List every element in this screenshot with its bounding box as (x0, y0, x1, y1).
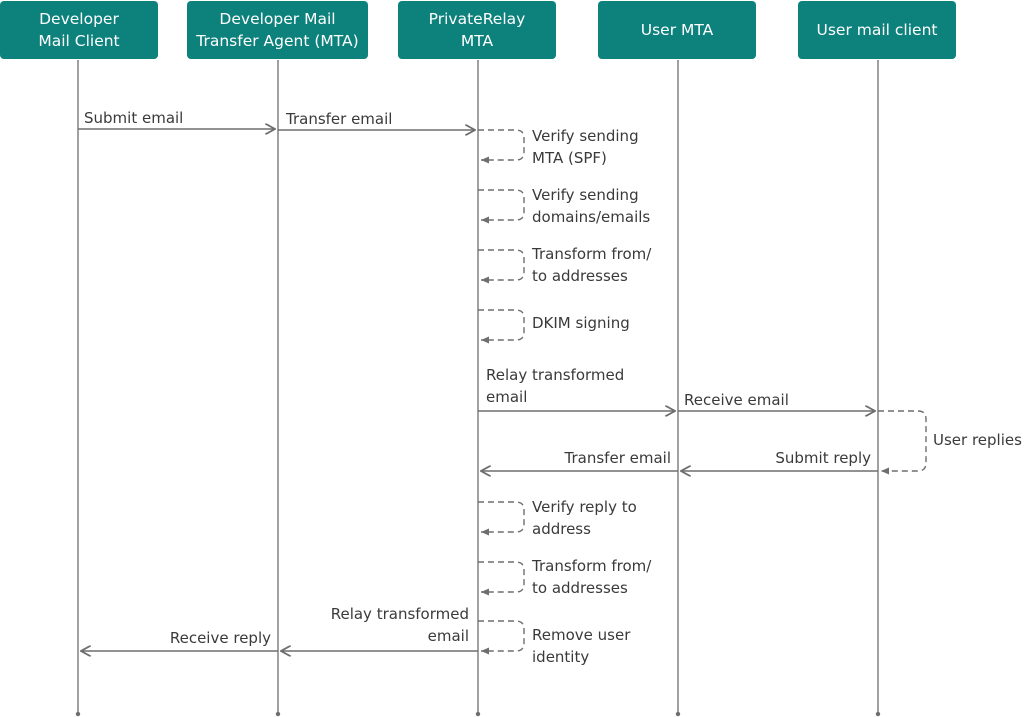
self-loop-verify-sending-mta (478, 129, 525, 164)
label-receive-email: Receive email (684, 391, 789, 409)
self-loop-verify-sending-domains (478, 189, 525, 224)
self-loop-dkim-signing (478, 309, 525, 344)
actor-privaterelay-mta: PrivateRelay MTA (398, 1, 556, 59)
actor-developer-mta: Developer Mail Transfer Agent (MTA) (187, 1, 368, 59)
label-receive-reply: Receive reply (169, 629, 271, 647)
label-submit-reply: Submit reply (775, 449, 871, 467)
label-relay-transformed-email: Relay transformed email (486, 366, 625, 406)
label-transform-addresses-reply: Transform from/ to addresses (532, 557, 652, 597)
actor-user-mta: User MTA (598, 1, 756, 59)
lifeline-end-dot (675, 711, 681, 717)
label-relay-transformed-email-back: Relay transformed email (330, 605, 469, 645)
label-verify-sending-domains: Verify sending domains/emails (532, 186, 651, 226)
label-remove-user-identity: Remove user identity (532, 626, 631, 666)
actor-developer-mail-client: Developer Mail Client (0, 1, 158, 59)
label-transfer-email: Transfer email (286, 110, 393, 128)
lifeline-end-dot (475, 711, 481, 717)
label-submit-email: Submit email (84, 109, 184, 127)
self-loop-transform-addresses (478, 249, 525, 284)
self-loop-remove-user-identity (478, 620, 525, 655)
self-loop-user-replies (878, 410, 927, 475)
label-transfer-email-back: Transfer email (564, 449, 671, 467)
label-dkim-signing: DKIM signing (532, 314, 630, 332)
label-verify-reply: Verify reply to address (532, 498, 637, 538)
self-loop-transform-addresses-reply (478, 561, 525, 596)
label-transform-addresses: Transform from/ to addresses (532, 245, 652, 285)
label-user-replies: User replies (933, 431, 1022, 449)
lifeline-end-dot (875, 711, 881, 717)
actor-user-mail-client: User mail client (798, 1, 956, 59)
lifeline-end-dot (275, 711, 281, 717)
lifeline-end-dot (75, 711, 81, 717)
self-loop-verify-reply (478, 501, 525, 536)
label-verify-sending-mta: Verify sending MTA (SPF) (532, 127, 639, 167)
